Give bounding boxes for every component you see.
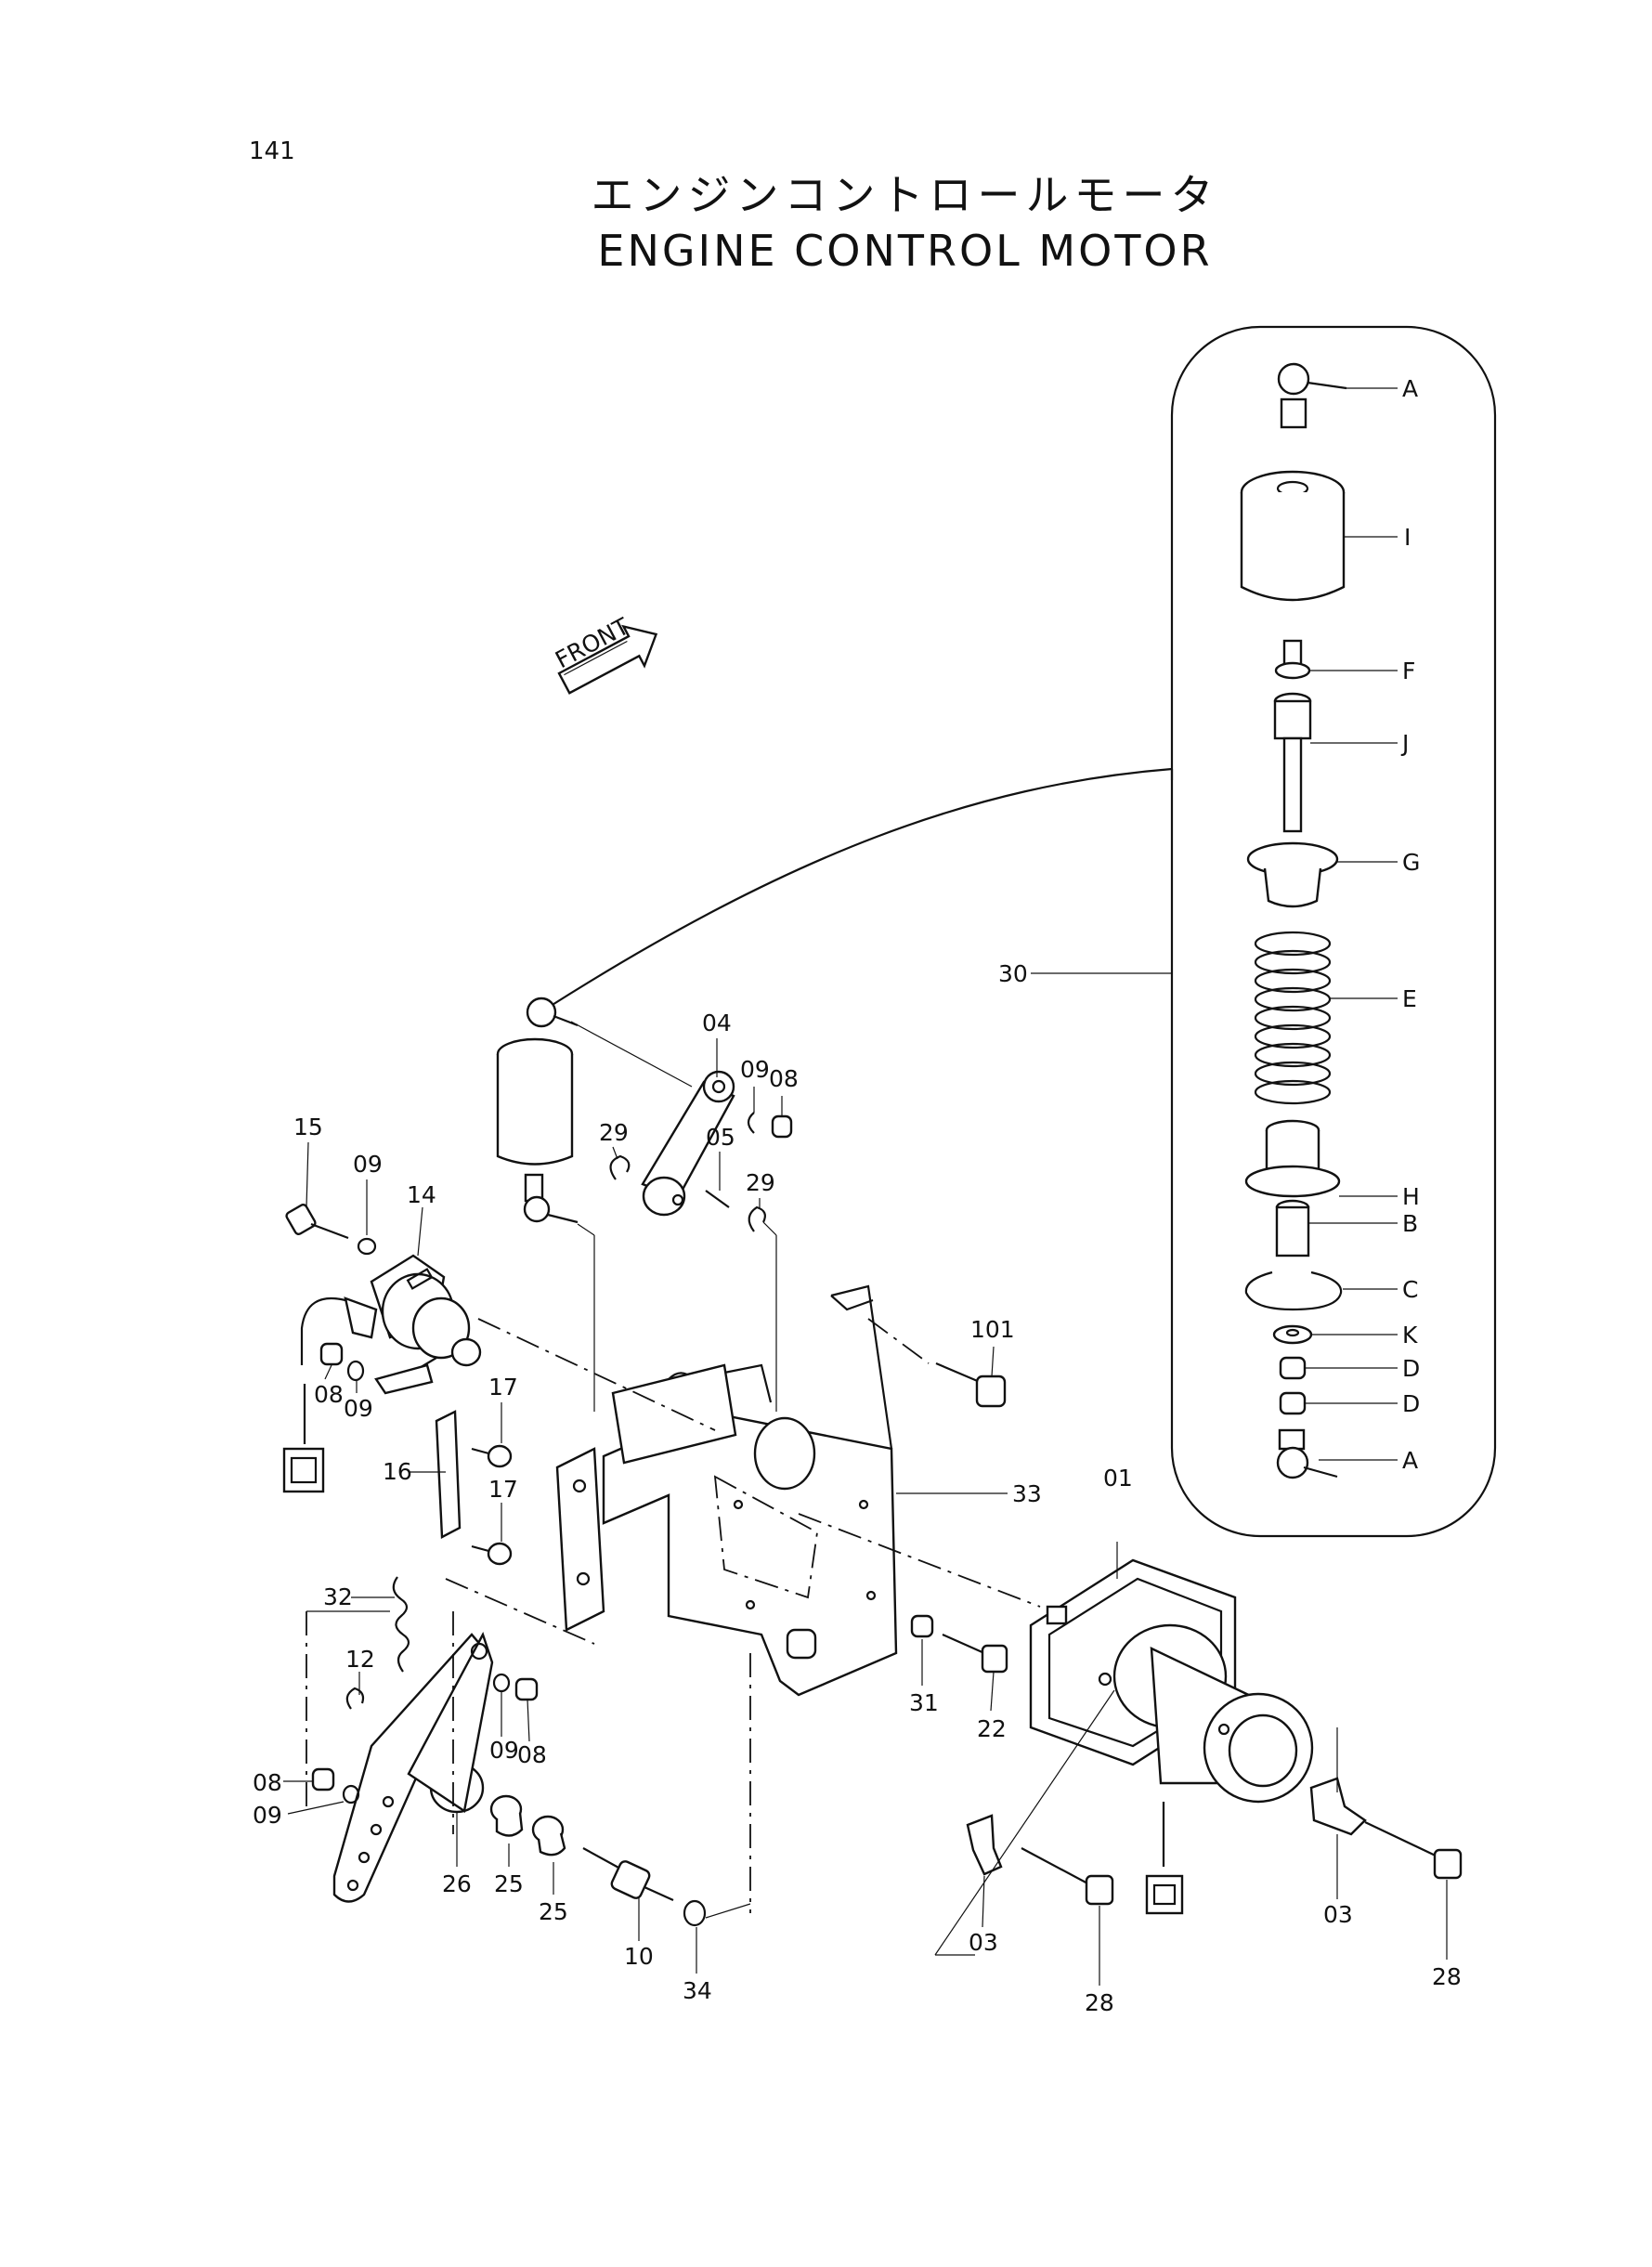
bolt-22: [942, 1633, 1008, 1674]
detail-part-g-bushing: [1246, 841, 1398, 908]
screw-17: [471, 1444, 513, 1566]
detail-label-e: E: [1402, 985, 1417, 1012]
lever-26: [332, 1631, 494, 1903]
detail-part-d-nut-1: [1279, 1356, 1398, 1380]
callout-04: 04: [702, 1010, 732, 1036]
detail-part-a-bottom: [1276, 1428, 1398, 1479]
title-japanese: エンジンコントロールモータ: [591, 170, 1219, 220]
callout-28-right: 28: [1432, 1963, 1462, 1990]
washer-34: [683, 1899, 707, 1927]
detail-part-i-cap: [1240, 470, 1398, 602]
detail-label-b: B: [1402, 1210, 1418, 1237]
detail-label-a-bottom: A: [1402, 1447, 1418, 1474]
detail-letter-labels: A I F J G E H B C K D D A: [1400, 375, 1420, 1474]
callout-25-left: 25: [494, 1870, 524, 1897]
bolt-28: [1021, 1821, 1463, 1906]
detail-label-j: J: [1400, 730, 1409, 757]
page-number: 141: [249, 137, 295, 165]
callout-10: 10: [624, 1943, 654, 1970]
callout-08-left: 08: [253, 1769, 282, 1796]
bolt-101: [867, 1318, 1007, 1408]
clip-29: [609, 1154, 766, 1232]
callout-28-left: 28: [1085, 1989, 1114, 2016]
motor-01: [1029, 1542, 1314, 1915]
callout-09-top: 09: [740, 1056, 770, 1083]
detail-part-h-bushing: [1244, 1119, 1398, 1198]
nut-31: [910, 1614, 934, 1638]
detail-part-b-sleeve: [1275, 1199, 1398, 1257]
detail-label-i: I: [1404, 524, 1411, 551]
detail-part-d-nut-2: [1279, 1391, 1398, 1415]
callout-09-right: 09: [489, 1737, 519, 1764]
washer-nut-lever: [311, 1673, 539, 1804]
callout-09-bolt: 09: [353, 1151, 383, 1178]
title-block: エンジンコントロールモータ ENGINE CONTROL MOTOR: [0, 167, 1652, 279]
bracket-33: [555, 1284, 1008, 1697]
detail-part-a-top: [1277, 362, 1398, 429]
callout-16: 16: [383, 1458, 412, 1485]
callout-03-left: 03: [969, 1929, 998, 1956]
detail-label-f: F: [1402, 658, 1415, 684]
callout-08-right: 08: [517, 1741, 547, 1768]
callout-29-right: 29: [746, 1169, 775, 1196]
detail-part-f-screw: [1274, 639, 1398, 680]
detail-label-k: K: [1402, 1322, 1418, 1348]
pin-05: [705, 1190, 730, 1208]
callout-08-sensor: 08: [314, 1381, 344, 1408]
cable-link: [547, 767, 1173, 1009]
assembly-lines: [306, 1318, 1338, 1956]
washer-nut-sensor: [319, 1342, 365, 1382]
callout-32: 32: [323, 1583, 353, 1610]
clip-nut-top: [747, 1112, 793, 1412]
detail-label-d-1: D: [1402, 1355, 1420, 1382]
lever-04: [641, 1070, 735, 1217]
spring-32: [351, 1576, 410, 1673]
title-english: ENGINE CONTROL MOTOR: [597, 226, 1213, 276]
bolt-15: [285, 1204, 377, 1256]
detail-label-h: H: [1402, 1183, 1420, 1210]
bolt-10: [582, 1847, 674, 1902]
callout-22: 22: [977, 1715, 1007, 1742]
front-direction-arrow: [557, 624, 658, 695]
detail-label-c: C: [1402, 1276, 1418, 1303]
rod-assembly: [496, 997, 693, 1412]
callout-15: 15: [293, 1114, 323, 1140]
bracket-03: [966, 1777, 1367, 1876]
callout-03-right: 03: [1323, 1901, 1353, 1928]
callout-34: 34: [683, 1977, 712, 2004]
callout-25-right: 25: [539, 1898, 568, 1925]
detail-label-d-2: D: [1402, 1390, 1420, 1417]
callout-12: 12: [345, 1646, 375, 1673]
detail-part-e-spring: [1254, 931, 1398, 1105]
callout-31: 31: [909, 1689, 939, 1716]
callout-33: 33: [1012, 1480, 1042, 1507]
callout-09-left: 09: [253, 1802, 282, 1829]
callout-08-top: 08: [769, 1065, 799, 1092]
callout-26: 26: [442, 1870, 472, 1897]
detail-part-c-ring: [1244, 1270, 1398, 1311]
callout-01: 01: [1103, 1465, 1133, 1492]
plate-16: [409, 1410, 462, 1539]
callout-29-left: 29: [599, 1119, 629, 1146]
leader-lines: [283, 1038, 1448, 1986]
clip-12: [345, 1687, 365, 1710]
bushing-25: [489, 1794, 566, 1857]
callout-labels: 01 03 03 04 05 08 08 08 08 09 09 09 09 0…: [253, 960, 1462, 2016]
callout-17-bottom: 17: [488, 1476, 518, 1503]
detail-label-a-top: A: [1402, 375, 1418, 402]
callout-30: 30: [998, 960, 1028, 987]
detail-panel: [1170, 325, 1497, 1538]
callout-14: 14: [407, 1181, 436, 1208]
detail-part-k-washer: [1272, 1324, 1398, 1345]
callout-09-sensor: 09: [344, 1395, 373, 1422]
detail-part-j-rod: [1273, 692, 1398, 833]
callout-17-top: 17: [488, 1374, 518, 1401]
callout-101: 101: [970, 1316, 1015, 1343]
callout-05: 05: [706, 1124, 735, 1151]
sensor-14: [282, 1254, 482, 1493]
detail-label-g: G: [1402, 849, 1420, 876]
